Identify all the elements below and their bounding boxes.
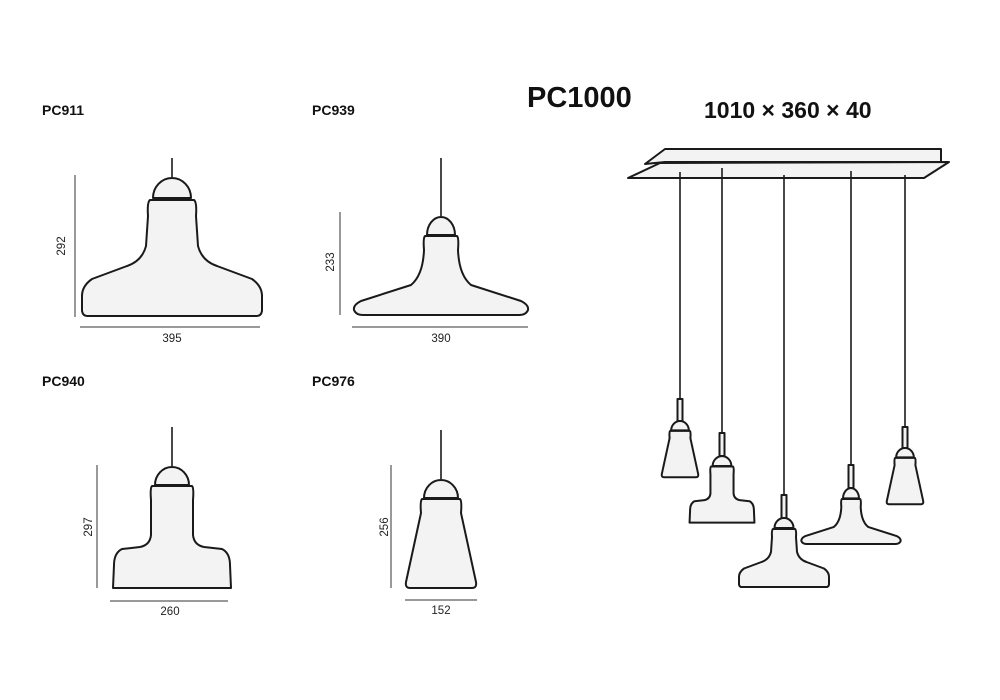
product-code: PC911 bbox=[42, 102, 84, 118]
product-pc1000: PC1000 1010 × 360 × 40 bbox=[527, 82, 949, 588]
pendant-lamp-pc911 bbox=[738, 517, 830, 588]
width-value: 260 bbox=[160, 606, 179, 618]
pendant-lamp-drawing bbox=[112, 466, 232, 589]
product-code: PC939 bbox=[312, 102, 355, 118]
product-pc976: PC976 256 152 bbox=[312, 373, 478, 617]
width-value: 152 bbox=[431, 605, 450, 617]
composition-dimensions: 1010 × 360 × 40 bbox=[704, 97, 872, 123]
product-pc939: PC939 233 390 bbox=[312, 102, 530, 345]
height-value: 292 bbox=[56, 236, 68, 255]
product-pc911: PC911 292 395 bbox=[42, 102, 263, 345]
width-value: 395 bbox=[162, 333, 181, 345]
composition-code: PC1000 bbox=[527, 82, 632, 114]
ceiling-canopy bbox=[628, 149, 949, 178]
height-value: 233 bbox=[325, 252, 337, 271]
pendant-lamp-pc976 bbox=[661, 420, 699, 478]
pendant-lamp-drawing bbox=[404, 479, 478, 589]
pendant-lamp-pc939 bbox=[800, 487, 902, 545]
height-value: 297 bbox=[83, 517, 95, 536]
height-value: 256 bbox=[379, 517, 391, 536]
width-value: 390 bbox=[431, 333, 450, 345]
product-code: PC976 bbox=[312, 373, 355, 389]
product-pc940: PC940 297 260 bbox=[42, 373, 232, 618]
pendant-lamp-drawing bbox=[81, 177, 263, 317]
product-code: PC940 bbox=[42, 373, 85, 389]
pendant-lamp-pc976 bbox=[886, 447, 924, 505]
pendant-lamp-pc940 bbox=[688, 455, 756, 524]
pendant-lamp-drawing bbox=[352, 216, 530, 316]
